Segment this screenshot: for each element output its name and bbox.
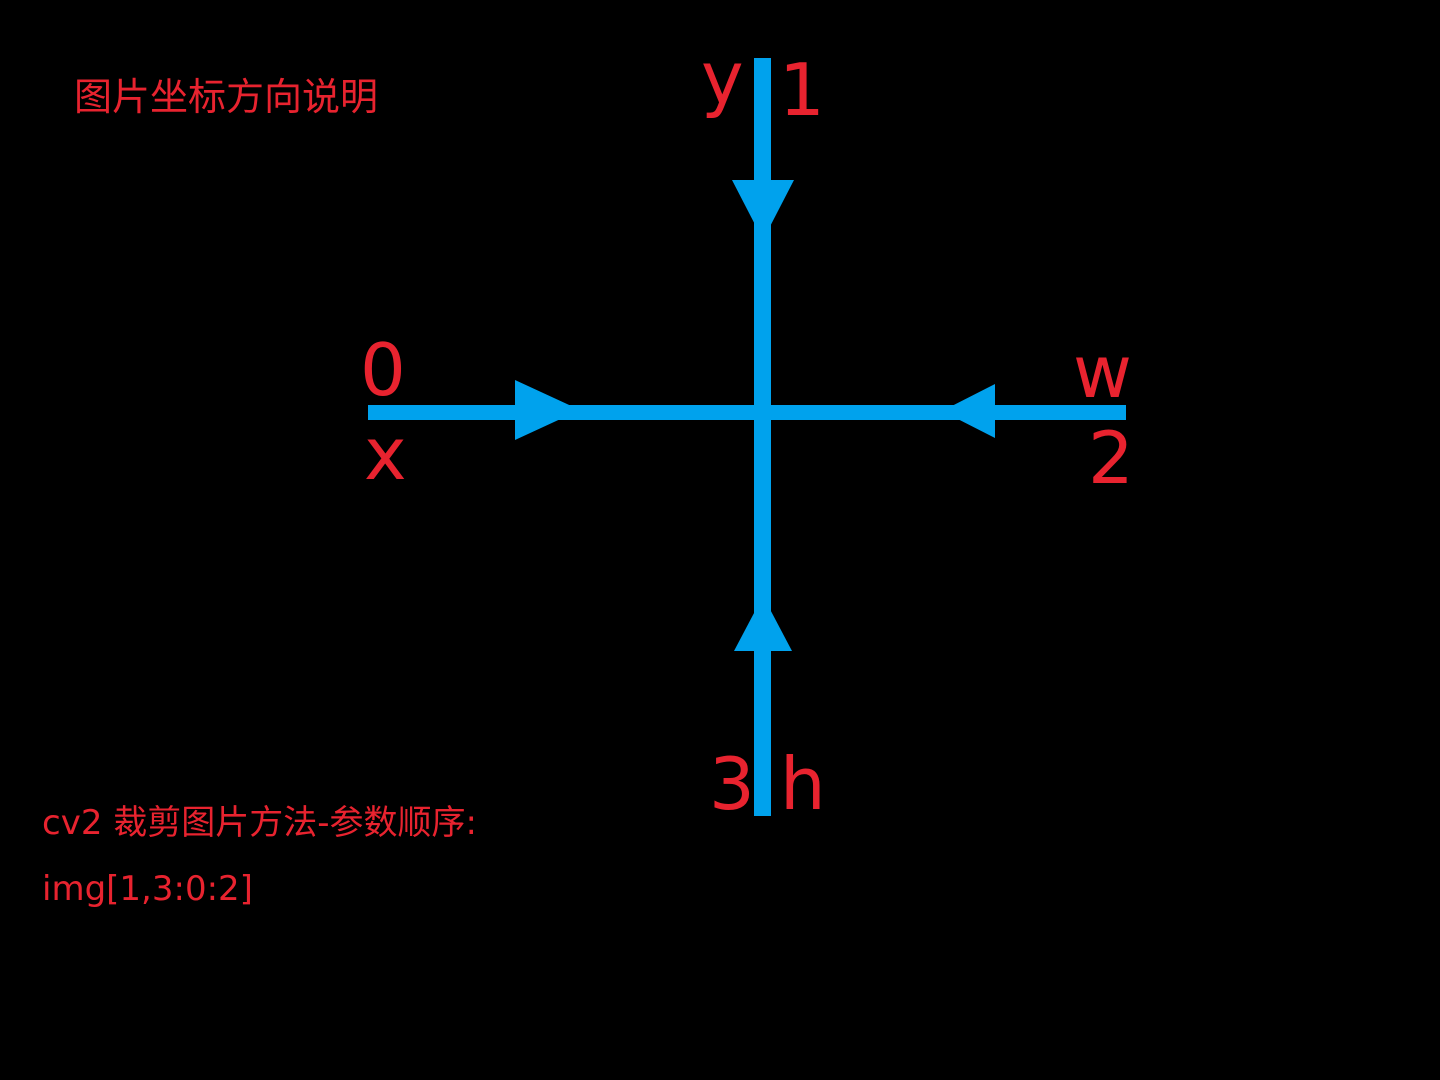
note-crop-example: img[1,3:0:2] [42,869,253,909]
w-label: w [1073,330,1132,414]
x-label: x [364,412,407,496]
y-label: y [701,36,744,120]
note-crop-method: cv2 裁剪图片方法-参数顺序: [42,803,477,843]
y-index-label: 1 [779,48,825,132]
arrow-down-icon [732,180,794,240]
diagram-title: 图片坐标方向说明 [74,75,379,119]
h-index-label: 3 [709,742,755,826]
arrow-right-icon [515,380,580,440]
arrow-up-icon [734,596,792,651]
arrow-left-icon [942,384,995,438]
x-index-label: 0 [360,328,406,412]
vertical-axis-line [754,58,771,816]
h-label: h [780,742,826,826]
horizontal-axis-line [368,405,1126,420]
w-index-label: 2 [1088,416,1134,500]
